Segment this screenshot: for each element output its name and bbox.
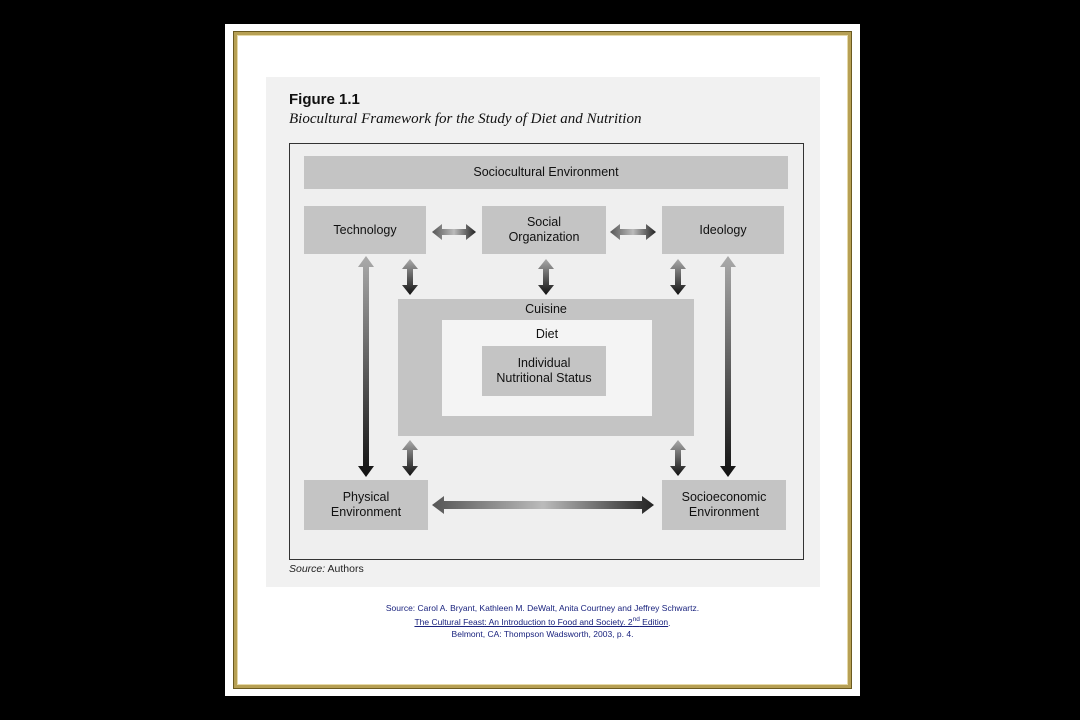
citation-period: . <box>668 617 671 628</box>
technology-box: Technology <box>304 206 426 254</box>
citation-line2: The Cultural Feast: An Introduction to F… <box>225 615 860 629</box>
sociocultural-label: Sociocultural Environment <box>473 165 619 179</box>
ideology-box: Ideology <box>662 206 784 254</box>
arrow-social-cuisine <box>538 259 554 295</box>
arrow-ideology-socioeconomic <box>720 256 736 477</box>
book-title: The Cultural Feast: An Introduction to F… <box>414 617 633 628</box>
arrow-social-ideology <box>610 224 656 240</box>
social-organization-box: Social Organization <box>482 206 606 254</box>
nutritional-status-label: Nutritional Status <box>496 371 592 385</box>
figure-source: Source: Authors <box>289 563 364 575</box>
citation-line1: Source: Carol A. Bryant, Kathleen M. DeW… <box>385 603 700 613</box>
environment-label-right: Environment <box>688 505 760 519</box>
citation: Source: Carol A. Bryant, Kathleen M. DeW… <box>225 603 860 640</box>
social-label: Social <box>526 215 562 229</box>
socioeconomic-label: Socioeconomic <box>681 490 767 504</box>
citation-line3: Belmont, CA: Thompson Wadsworth, 2003, p… <box>451 628 634 639</box>
arrow-physical-socioeconomic <box>432 496 654 514</box>
arrow-technology-social <box>432 224 476 240</box>
environment-label-left: Environment <box>330 505 402 519</box>
framework-diagram: Sociocultural Environment Technology Soc… <box>289 143 804 560</box>
cuisine-label: Cuisine <box>525 302 567 316</box>
socioeconomic-environment-box: Socioeconomic Environment <box>662 480 786 530</box>
organization-label: Organization <box>508 230 580 244</box>
individual-nutritional-status-box: Individual Nutritional Status <box>482 346 606 396</box>
arrow-cuisine-socioeconomic <box>670 440 686 476</box>
ideology-label: Ideology <box>699 222 747 237</box>
edition-word: Edition <box>639 617 669 628</box>
arrow-technology-cuisine <box>402 259 418 295</box>
figure-title: Biocultural Framework for the Study of D… <box>289 111 642 127</box>
diet-label: Diet <box>535 327 559 341</box>
physical-environment-box: Physical Environment <box>304 480 428 530</box>
sociocultural-environment-box: Sociocultural Environment <box>304 156 788 189</box>
technology-label: Technology <box>333 222 397 237</box>
edition-superscript: nd <box>632 616 640 624</box>
book-title-link[interactable]: The Cultural Feast: An Introduction to F… <box>414 616 669 628</box>
physical-label: Physical <box>342 490 390 504</box>
source-value: Authors <box>327 563 364 575</box>
slide: Figure 1.1 Biocultural Framework for the… <box>225 24 860 696</box>
individual-label: Individual <box>517 356 571 370</box>
figure-label: Figure 1.1 <box>289 91 360 108</box>
scanned-figure: Figure 1.1 Biocultural Framework for the… <box>266 77 820 587</box>
arrows-layer <box>358 224 736 514</box>
arrow-ideology-cuisine <box>670 259 686 295</box>
source-prefix: Source: <box>289 563 326 575</box>
arrow-cuisine-physical <box>402 440 418 476</box>
arrow-technology-physical <box>358 256 374 477</box>
